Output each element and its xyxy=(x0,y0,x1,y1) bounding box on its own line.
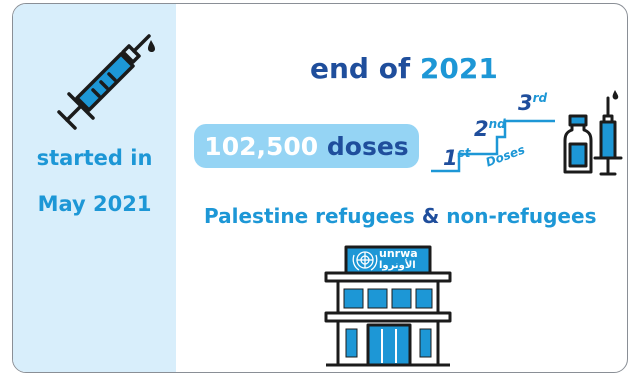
un-emblem-icon xyxy=(352,251,378,271)
left-panel: started in May 2021 xyxy=(13,4,176,372)
vial-icon xyxy=(563,114,593,174)
headline-year: 2021 xyxy=(419,52,498,85)
started-label: started in xyxy=(36,146,153,170)
building-icon xyxy=(324,245,452,367)
info-card: started in May 2021 end of 2021 102,500 … xyxy=(12,3,628,373)
start-date-label: May 2021 xyxy=(37,192,152,216)
syringe-small-icon xyxy=(593,90,623,176)
logo-latin: unrwa xyxy=(379,247,418,260)
dose-step-3: 3rd xyxy=(518,91,548,115)
dose-staircase xyxy=(431,119,555,173)
dose-step-1: 1st xyxy=(443,146,471,170)
beneficiaries-label: Palestine refugees & non-refugees xyxy=(204,204,597,228)
logo-arabic: الأونروا xyxy=(379,260,416,271)
doses-number: 102,500 xyxy=(204,131,319,161)
doses-badge: 102,500 doses xyxy=(194,124,419,168)
syringe-icon xyxy=(57,34,155,130)
headline: end of 2021 xyxy=(310,52,498,85)
doses-word: doses xyxy=(326,131,409,161)
headline-prefix: end of xyxy=(310,52,411,85)
dose-step-2: 2nd xyxy=(474,117,506,141)
